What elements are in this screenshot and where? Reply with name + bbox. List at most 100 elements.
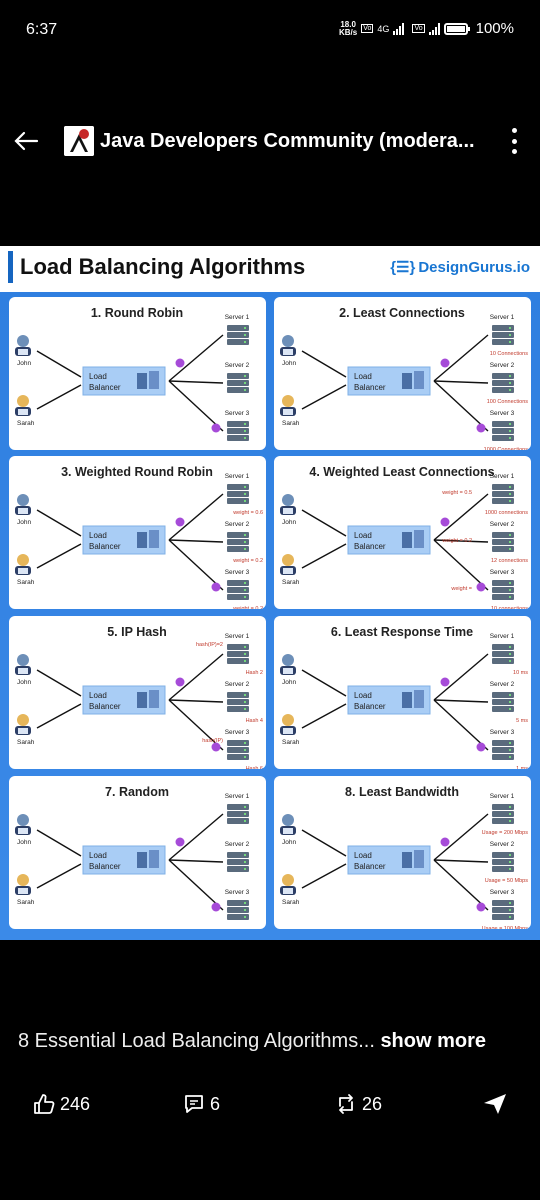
send-button[interactable] — [482, 1092, 508, 1116]
more-vertical-icon — [511, 128, 517, 133]
group-avatar[interactable] — [64, 126, 94, 156]
client-name: John — [282, 679, 296, 686]
route-arrow — [433, 334, 489, 382]
server-annotation: Usage = 100 Mbps — [482, 926, 529, 929]
route-arrow — [168, 653, 224, 701]
show-more-link[interactable]: show more — [380, 1030, 487, 1052]
route-arrow — [433, 699, 489, 751]
caption-text: 8 Essential Load Balancing Algorithms... — [18, 1030, 375, 1052]
request-badge — [175, 517, 221, 592]
request-badge — [440, 517, 486, 592]
more-options-button[interactable] — [502, 124, 526, 158]
comment-count: 6 — [210, 1093, 221, 1114]
client-name: John — [282, 360, 296, 367]
server-label: Server 1 — [490, 793, 515, 800]
route-arrow — [168, 493, 224, 541]
back-button[interactable] — [0, 115, 52, 167]
server-label: Server 1 — [490, 314, 515, 321]
repost-button[interactable]: 26 — [334, 1092, 382, 1116]
server-annotation: weight = 0.2 — [232, 558, 263, 564]
panel-diagram: 6. Least Response TimeJohnSarahLoadBalan… — [280, 625, 528, 769]
panel-diagram: 8. Least BandwidthJohnSarahLoadBalancerS… — [280, 785, 529, 929]
client-avatar-icon — [280, 814, 296, 835]
server-annotation: weight = 0.2 — [232, 606, 263, 609]
request-arrow — [36, 863, 82, 889]
server-rack-icon — [227, 900, 249, 920]
server-rack-icon — [227, 373, 249, 393]
brand-logo-icon: {☰} — [390, 259, 416, 276]
balancer-label-line2: Balancer — [89, 862, 121, 871]
weight-label: weight = 0.5 — [441, 490, 472, 496]
route-arrow — [168, 859, 224, 911]
weight-label: weight = — [450, 586, 472, 592]
server-label: Server 3 — [490, 729, 515, 736]
server-annotation: 1000 Connections — [484, 447, 529, 450]
brand: {☰} DesignGurus.io — [390, 258, 530, 277]
server-icon — [414, 371, 424, 389]
signal-icon — [393, 22, 405, 35]
net-speed-value: 18.0 — [340, 19, 356, 29]
panel-title: 2. Least Connections — [339, 306, 465, 320]
server-rack-icon — [492, 421, 514, 441]
client-avatar-icon — [280, 335, 296, 356]
client-avatar-icon — [15, 335, 31, 356]
more-dot — [511, 138, 517, 144]
post-image[interactable]: Load Balancing Algorithms {☰} DesignGuru… — [0, 246, 540, 940]
group-title[interactable]: Java Developers Community (modera... — [100, 129, 475, 152]
server-label: Server 1 — [490, 473, 515, 480]
balancer-label-line1: Load — [354, 691, 372, 700]
weight-label: weight = 0.2 — [441, 538, 472, 544]
comment-icon — [185, 1095, 203, 1113]
server-icon — [414, 530, 424, 548]
server-icon — [137, 532, 147, 548]
client-name: Sarah — [17, 420, 35, 427]
route-arrow — [433, 699, 489, 703]
client-avatar-icon — [280, 874, 296, 895]
post-actions: 246 6 26 — [0, 1086, 540, 1126]
server-annotation: 10 connections — [491, 606, 528, 609]
route-arrow — [433, 539, 489, 591]
server-label: Server 2 — [225, 681, 250, 688]
server-label: Server 3 — [225, 569, 250, 576]
request-badge — [440, 677, 486, 752]
server-icon — [149, 850, 159, 868]
client-avatar-icon — [15, 395, 31, 416]
request-arrow — [36, 669, 82, 697]
server-label: Server 1 — [225, 793, 250, 800]
server-label: Server 3 — [490, 410, 515, 417]
route-arrow — [433, 493, 489, 541]
route-arrow — [168, 699, 224, 703]
route-arrow — [433, 859, 489, 911]
balancer-label-line2: Balancer — [89, 383, 121, 392]
comment-button[interactable]: 6 — [182, 1092, 220, 1116]
like-button[interactable]: 246 — [32, 1092, 90, 1116]
server-label: Server 1 — [490, 633, 515, 640]
status-icons: 18.0 KB/s Vo 4G Vo 100% — [339, 20, 514, 37]
battery-percent: 100% — [475, 20, 514, 37]
server-icon — [402, 373, 412, 389]
balancer-label-line1: Load — [89, 691, 107, 700]
route-arrow — [433, 380, 489, 432]
server-annotation: 100 Connections — [487, 399, 529, 405]
client-avatar-icon — [280, 714, 296, 735]
route-arrow — [168, 699, 224, 751]
request-arrow — [301, 863, 347, 889]
panel-diagram: 1. Round RobinJohnSarahLoadBalancerServe… — [15, 306, 250, 441]
battery-icon — [443, 22, 470, 35]
send-icon — [484, 1094, 506, 1114]
client-name: John — [17, 519, 31, 526]
balancer-label-line1: Load — [89, 531, 107, 540]
server-rack-icon — [227, 804, 249, 824]
request-badge — [175, 837, 221, 912]
server-icon — [149, 371, 159, 389]
client-name: Sarah — [17, 899, 35, 906]
server-label: Server 2 — [225, 362, 250, 369]
network-type: 4G — [377, 23, 390, 34]
client-name: John — [282, 839, 296, 846]
